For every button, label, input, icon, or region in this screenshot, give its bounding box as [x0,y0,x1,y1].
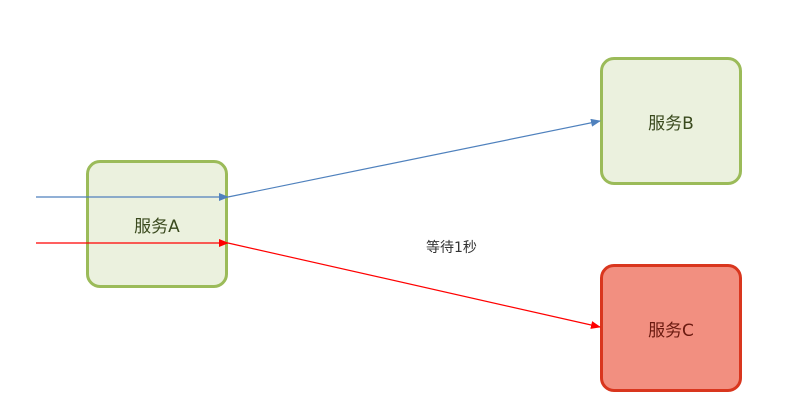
service-b-node: 服务B [600,57,742,185]
service-a-node: 服务A [86,160,228,288]
service-b-label: 服务B [648,113,694,134]
service-c-label: 服务C [648,320,694,341]
arrow-a-to-b [227,118,601,198]
service-a-label: 服务A [134,216,180,237]
service-c-node: 服务C [600,264,742,392]
wait-one-second-label: 等待1秒 [426,240,477,256]
arrow-a-to-c [227,242,601,329]
